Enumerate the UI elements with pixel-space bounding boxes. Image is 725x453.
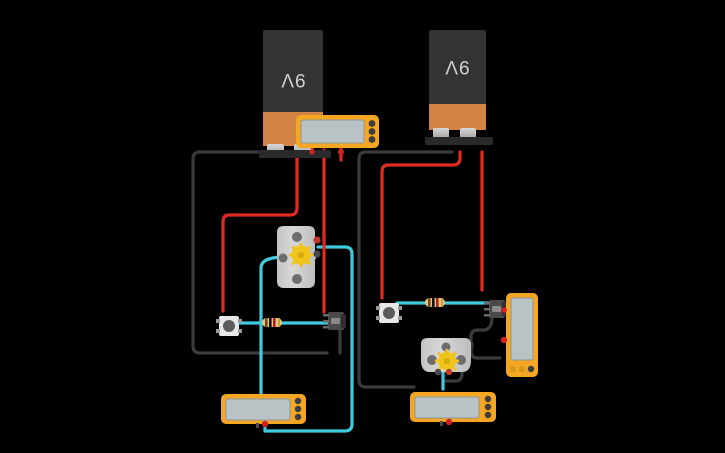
black-wire-left-loop[interactable] [191,150,329,355]
resistor-left[interactable] [262,318,282,327]
cyan-wire-left-motor-right[interactable] [263,245,354,433]
motor-left[interactable] [277,226,321,288]
motor-left-gear [289,243,313,267]
multimeter-left-top[interactable] [296,115,379,155]
multimeter-right-bottom[interactable] [410,392,496,426]
transistor-left[interactable] [323,312,346,330]
black-wire-right-motor-lead[interactable] [441,342,474,391]
battery-left[interactable]: 9V [259,30,331,158]
resistor-right[interactable] [425,298,445,307]
black-wire-right-transistor-lead[interactable] [469,316,502,360]
pushbutton-right[interactable] [376,303,402,323]
black-wire-right-loop[interactable] [357,150,454,389]
multimeter-right-vertical[interactable] [500,293,538,377]
motor-right[interactable] [421,338,471,376]
pushbutton-left[interactable] [216,316,242,336]
black-wire-group [191,150,502,391]
motor-right-gear [435,349,459,373]
battery-right[interactable]: 9V [425,30,493,145]
red-wire-left-battery-to-button[interactable] [221,151,299,313]
multimeter-left-bottom[interactable] [221,394,306,428]
red-wire-right-battery-to-button[interactable] [380,150,462,300]
transistor-right[interactable] [484,300,507,318]
battery-right-label: 9V [444,56,469,77]
battery-left-label: 9V [280,69,305,90]
